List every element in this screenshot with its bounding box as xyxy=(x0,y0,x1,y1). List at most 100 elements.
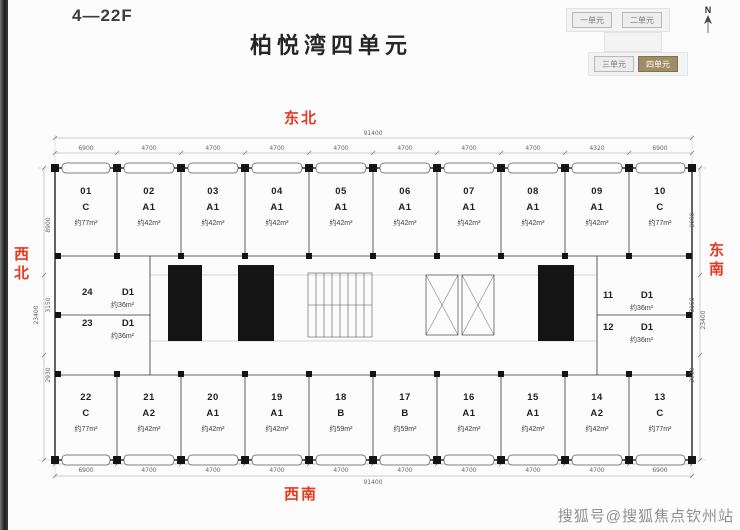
dimension-label: 23400 xyxy=(33,305,40,324)
unit-area: 约36m² xyxy=(630,337,653,344)
unit-type: A1 xyxy=(526,202,540,213)
dimension-label: 4700 xyxy=(333,467,348,474)
unit-area: 约42m² xyxy=(521,220,545,227)
compass: N xyxy=(699,5,717,33)
unit-number: 22 xyxy=(80,392,92,403)
unit-area: 约36m² xyxy=(630,305,653,312)
unit-number: 02 xyxy=(143,186,155,197)
dimension-label: 4700 xyxy=(525,467,540,474)
dimension-label: 91400 xyxy=(363,130,382,137)
unit-type: A1 xyxy=(398,202,412,213)
unit-type: D1 xyxy=(640,290,653,301)
unit-area: 约77m² xyxy=(74,426,98,433)
north-arrow-icon xyxy=(704,15,712,33)
watermark: 搜狐号@搜狐焦点钦州站 xyxy=(557,508,734,525)
unit-number: 04 xyxy=(271,186,283,197)
unit-type: A1 xyxy=(590,202,604,213)
unit-type: A2 xyxy=(142,408,156,419)
unit-area: 约42m² xyxy=(137,426,161,433)
unit-number: 01 xyxy=(80,186,92,197)
dimension-label: 4700 xyxy=(397,145,412,152)
dimension-label: 3150 xyxy=(689,297,696,312)
scan-edge-strip xyxy=(0,0,8,530)
floor-plan-drawing: 91400 6900 4700 4700 4700 4700 4700 4700… xyxy=(33,130,707,485)
elevator-cores xyxy=(168,265,574,341)
unit-area: 约59m² xyxy=(329,426,353,433)
dimension-label: 3150 xyxy=(45,297,52,312)
dimension-label: 4700 xyxy=(269,467,284,474)
unit-type: A1 xyxy=(526,408,540,419)
unit-type: B xyxy=(401,408,409,419)
unit-type: B xyxy=(337,408,345,419)
extension-lines xyxy=(38,135,706,478)
key-plan-unit-2[interactable]: 二单元 xyxy=(622,12,662,28)
unit-type: C xyxy=(656,202,664,213)
compass-label: N xyxy=(704,5,712,15)
unit-number: 12 xyxy=(603,322,614,333)
unit-area: 约42m² xyxy=(457,220,481,227)
dimension-label: 23400 xyxy=(700,310,707,329)
dimension-label: 4700 xyxy=(205,145,220,152)
unit-area: 约42m² xyxy=(457,426,481,433)
unit-number: 24 xyxy=(82,287,93,298)
unit-number: 23 xyxy=(82,318,93,329)
unit-number: 13 xyxy=(654,392,666,403)
unit-type: A1 xyxy=(270,202,284,213)
elevator-shafts xyxy=(425,274,495,336)
dimension-label: 4700 xyxy=(525,145,540,152)
key-plan-unit-3[interactable]: 三单元 xyxy=(594,56,634,72)
dimension-label: 4320 xyxy=(589,145,604,152)
page-title: 柏悦湾四单元 xyxy=(250,33,413,58)
dimension-label: 8690 xyxy=(689,212,696,227)
key-plan: 一单元 二单元 三单元 四单元 xyxy=(548,4,698,86)
unit-number: 06 xyxy=(399,186,411,197)
stairwell xyxy=(307,272,373,338)
unit-number: 10 xyxy=(654,186,666,197)
dimension-label: 6900 xyxy=(78,467,93,474)
unit-area: 约42m² xyxy=(585,426,609,433)
unit-type: A1 xyxy=(206,408,220,419)
dimension-label: 4700 xyxy=(461,145,476,152)
unit-number: 14 xyxy=(591,392,603,403)
structural-piers xyxy=(51,164,696,464)
unit-number: 18 xyxy=(335,392,347,403)
unit-area: 约36m² xyxy=(111,302,134,309)
unit-area: 约77m² xyxy=(74,220,98,227)
dimension-label: 4700 xyxy=(461,467,476,474)
dimension-label: 4700 xyxy=(589,467,604,474)
direction-label-southwest: 西南 xyxy=(284,486,319,503)
dimension-label: 4700 xyxy=(141,467,156,474)
unit-area: 约42m² xyxy=(265,220,289,227)
unit-area: 约77m² xyxy=(648,426,672,433)
dimension-label: 4700 xyxy=(269,145,284,152)
unit-type: A2 xyxy=(590,408,604,419)
key-plan-unit-1[interactable]: 一单元 xyxy=(572,12,612,28)
unit-number: 03 xyxy=(207,186,219,197)
dimension-label: 8900 xyxy=(45,217,52,232)
unit-area: 约42m² xyxy=(393,220,417,227)
unit-type: C xyxy=(656,408,664,419)
key-plan-unit-4-active[interactable]: 四单元 xyxy=(638,56,678,72)
unit-area: 约42m² xyxy=(137,220,161,227)
unit-type: A1 xyxy=(334,202,348,213)
unit-type: C xyxy=(82,202,90,213)
unit-number: 15 xyxy=(527,392,539,403)
unit-area: 约42m² xyxy=(201,426,225,433)
dimension-label: 4700 xyxy=(397,467,412,474)
dimension-label: 6900 xyxy=(78,145,93,152)
